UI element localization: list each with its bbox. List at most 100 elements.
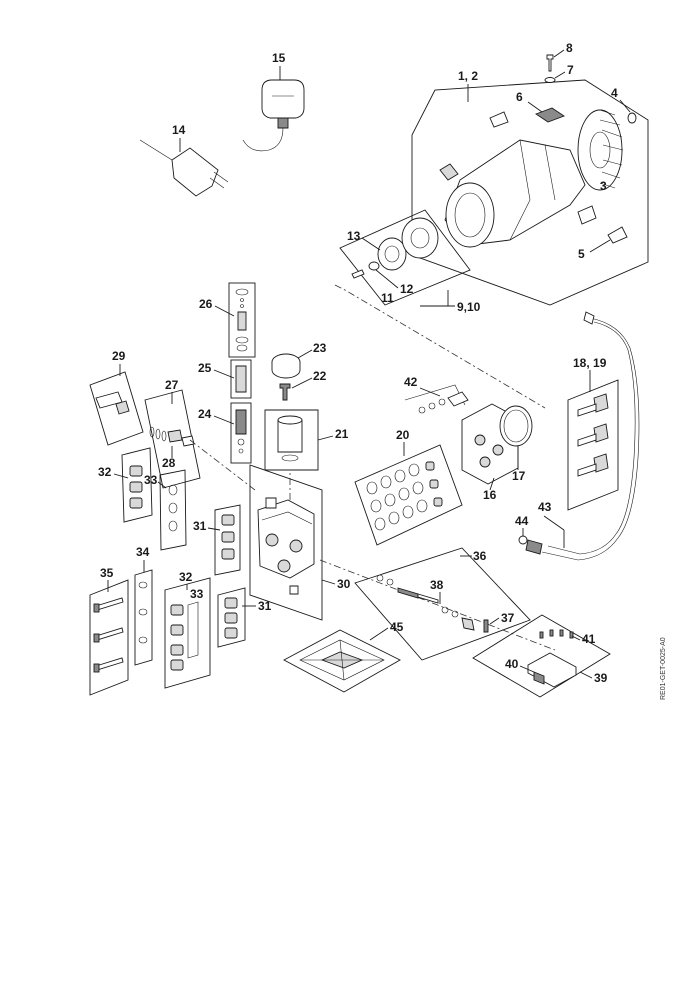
callout-18-19: 18, 19 xyxy=(573,356,607,370)
panel-25 xyxy=(230,359,252,399)
seal-kit-panel xyxy=(339,209,471,306)
panel-31b xyxy=(217,587,246,648)
fan-blades xyxy=(599,109,624,189)
callout-32b: 32 xyxy=(179,570,193,584)
washer-12 xyxy=(368,261,380,271)
callout-14: 14 xyxy=(172,123,186,137)
callout-34: 34 xyxy=(136,545,150,559)
valves-31a xyxy=(221,514,235,560)
oring-44 xyxy=(518,535,528,545)
callout-9-10: 9,10 xyxy=(457,300,481,314)
callout-28: 28 xyxy=(162,456,176,470)
callout-26: 26 xyxy=(199,297,213,311)
seal-rings-20 xyxy=(366,463,428,531)
panel-27 xyxy=(144,389,201,489)
panel-29 xyxy=(89,371,144,446)
washers-34 xyxy=(138,581,148,644)
callout-20: 20 xyxy=(396,428,410,442)
callout-32a: 32 xyxy=(98,465,112,479)
callout-30: 30 xyxy=(337,577,351,591)
check-valve-kit-lower: 32 33 31 xyxy=(164,570,272,689)
callout-35: 35 xyxy=(100,566,114,580)
motor-panel xyxy=(411,79,649,306)
callout-31a: 31 xyxy=(193,519,207,533)
callout-16: 16 xyxy=(483,488,497,502)
switch-kit-group: 41 40 39 xyxy=(472,614,611,698)
seal-set-20: 20 xyxy=(354,428,463,546)
panel-33a xyxy=(159,469,187,551)
seal-kit-group: 13 12 11 9,10 xyxy=(334,209,546,409)
panel-31a xyxy=(214,504,241,576)
callout-7: 7 xyxy=(567,63,574,77)
callout-4: 4 xyxy=(611,86,618,100)
screw-22 xyxy=(279,383,291,401)
piston-kit-group: 36 38 37 xyxy=(319,547,556,661)
callout-42: 42 xyxy=(404,375,418,389)
hose-43 xyxy=(541,317,640,561)
callout-41: 41 xyxy=(582,632,596,646)
flange-part xyxy=(401,217,439,259)
panel-26 xyxy=(228,282,256,358)
panel-32a xyxy=(121,447,153,523)
nozzle-parts-group: 29 27 28 xyxy=(89,349,256,491)
callout-31b: 31 xyxy=(258,599,272,613)
callout-11: 11 xyxy=(381,291,394,305)
callout-12: 12 xyxy=(400,282,414,296)
panel-24 xyxy=(230,402,252,464)
motor-flange xyxy=(445,182,495,248)
screws-41 xyxy=(539,629,574,639)
fittings-18-19 xyxy=(577,393,609,477)
callout-27: 27 xyxy=(165,378,179,392)
cap-5a xyxy=(577,205,597,225)
callout-24: 24 xyxy=(198,407,212,421)
piston-38 xyxy=(397,587,419,599)
motor-assembly-group: 1, 2 6 8 7 4 3 5 xyxy=(411,41,649,306)
part-6 xyxy=(535,107,565,123)
callout-38: 38 xyxy=(430,578,444,592)
fitting-42 xyxy=(447,391,469,407)
clip-37 xyxy=(483,619,489,633)
panel-35 xyxy=(89,579,129,696)
callout-1-2: 1, 2 xyxy=(458,69,478,83)
bolts-group: 35 34 xyxy=(89,545,153,696)
washer-7 xyxy=(544,77,556,83)
callout-36: 36 xyxy=(473,549,487,563)
valves-31b xyxy=(224,597,238,639)
power-plug-group: 15 14 xyxy=(139,51,305,197)
assembly-line-motor xyxy=(334,284,546,409)
panel-32b xyxy=(164,577,211,689)
panel-34 xyxy=(134,569,153,666)
callout-43: 43 xyxy=(538,500,552,514)
callout-3: 3 xyxy=(600,179,607,193)
panel-21 xyxy=(264,409,319,471)
callout-37: 37 xyxy=(501,611,515,625)
callout-45: 45 xyxy=(390,620,404,634)
callout-5: 5 xyxy=(578,247,585,261)
pump-head-group: 30 31 xyxy=(193,464,351,621)
callout-29: 29 xyxy=(112,349,126,363)
screw-11 xyxy=(351,269,365,279)
pump-cover-group: 42 16 17 xyxy=(404,375,533,502)
callout-15: 15 xyxy=(272,51,286,65)
pump-head-30 xyxy=(257,499,315,579)
plug-uk xyxy=(261,79,305,119)
panel-18-19 xyxy=(567,379,619,511)
callout-25: 25 xyxy=(198,361,212,375)
gasket-set-group: 45 xyxy=(283,620,404,693)
fan-wheel xyxy=(577,109,623,191)
panel-39 xyxy=(472,614,611,698)
ring-4 xyxy=(627,112,637,124)
cap-5b xyxy=(607,226,628,244)
valve-body-21 xyxy=(277,419,303,453)
callout-17: 17 xyxy=(512,469,526,483)
panel-36 xyxy=(354,547,531,661)
callout-6: 6 xyxy=(516,90,523,104)
reference-code: RE01-GET-0025-A0 xyxy=(660,637,667,700)
oring-17 xyxy=(499,405,533,447)
callout-33b: 33 xyxy=(190,587,204,601)
callout-23: 23 xyxy=(313,341,327,355)
callout-39: 39 xyxy=(594,671,608,685)
callout-13: 13 xyxy=(347,229,361,243)
bolts-35 xyxy=(93,597,124,673)
